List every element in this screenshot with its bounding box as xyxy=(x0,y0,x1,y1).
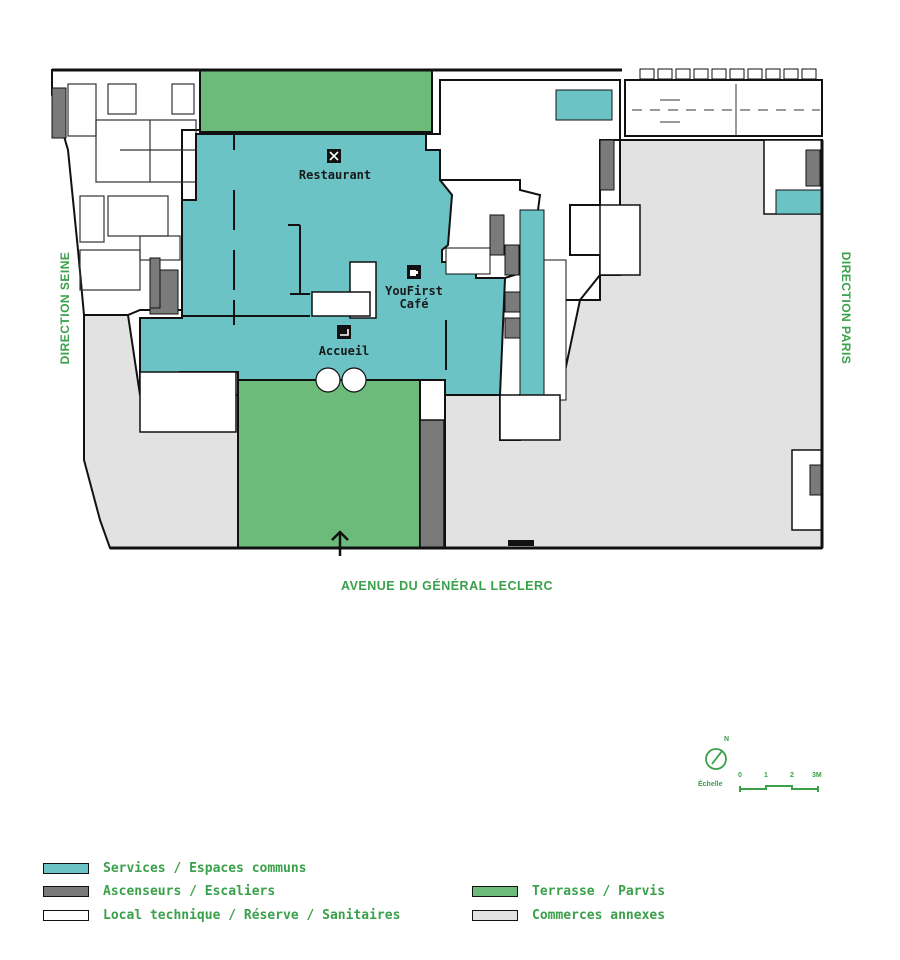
terrace-parvis xyxy=(237,379,421,549)
street-label: AVENUE DU GÉNÉRAL LECLERC xyxy=(340,579,554,593)
staircase-west xyxy=(51,87,67,139)
room-label-cafe-line1: YouFirst xyxy=(385,284,443,298)
revolving-door-left xyxy=(315,367,341,393)
staircase-far-east xyxy=(805,149,821,187)
restaurant-icon xyxy=(327,149,341,163)
entrance-arrow-icon xyxy=(331,530,349,556)
services-east-strip xyxy=(519,209,545,401)
scale-tick-0: 0 xyxy=(738,772,742,779)
services-north-east xyxy=(555,89,613,121)
technical-room-south-center xyxy=(499,394,561,441)
legend-swatch xyxy=(43,910,89,921)
legend-swatch xyxy=(472,910,518,921)
wc-center xyxy=(445,247,491,275)
legend-item-technical: Local technique / Réserve / Sanitaires xyxy=(43,908,400,923)
room-label-cafe-line2: Café xyxy=(399,297,429,311)
parking-spaces xyxy=(639,68,817,80)
legend-item-services: Services / Espaces communs xyxy=(43,861,307,876)
room-label-reception: Accueil xyxy=(318,344,370,358)
reception-icon xyxy=(337,325,351,339)
legend-item-elevators: Ascenseurs / Escaliers xyxy=(43,884,275,899)
room-label-restaurant: Restaurant xyxy=(298,168,372,182)
scale-tick-1: 1 xyxy=(764,772,768,779)
scale-bar: N Échelle 0 1 2 3M xyxy=(696,734,836,798)
direction-east-label: DIRECTION PARIS xyxy=(839,251,853,365)
legend-swatch xyxy=(472,886,518,897)
technical-room-ne2 xyxy=(599,204,641,276)
cafe-icon xyxy=(407,265,421,279)
legend-swatch xyxy=(43,863,89,874)
scale-tick-3: 3M xyxy=(812,772,822,779)
legend-item-terrace: Terrasse / Parvis xyxy=(472,884,665,899)
outer-walls xyxy=(52,68,824,550)
legend-label: Local technique / Réserve / Sanitaires xyxy=(103,908,401,923)
scale-caption: Échelle xyxy=(698,781,723,788)
services-far-east xyxy=(775,189,823,215)
technical-room-southwest xyxy=(139,371,237,433)
compass-scale-graphic xyxy=(705,748,819,792)
terrace-north xyxy=(199,69,433,133)
legend-label: Ascenseurs / Escaliers xyxy=(103,884,276,899)
legend-label: Services / Espaces communs xyxy=(103,861,307,876)
room-label-cafe: YouFirst Café xyxy=(385,285,443,311)
legend-item-commerce: Commerces annexes xyxy=(472,908,665,923)
revolving-door-right xyxy=(341,367,367,393)
north-label: N xyxy=(724,736,730,743)
technical-block-west xyxy=(51,69,201,316)
direction-west-label: DIRECTION SEINE xyxy=(58,251,72,365)
legend-label: Commerces annexes xyxy=(532,908,666,923)
scale-tick-2: 2 xyxy=(790,772,794,779)
staircase-parvis xyxy=(419,419,445,549)
storage-center xyxy=(311,291,371,317)
legend-label: Terrasse / Parvis xyxy=(532,884,666,899)
technical-east-tower xyxy=(543,259,567,401)
legend-swatch xyxy=(43,886,89,897)
door-marker-south xyxy=(508,540,534,546)
compass-icon xyxy=(705,748,727,770)
staircase-south-east xyxy=(809,464,823,496)
floor-plan xyxy=(51,68,824,556)
parking-strip xyxy=(624,79,823,137)
internal-walls xyxy=(182,134,447,370)
